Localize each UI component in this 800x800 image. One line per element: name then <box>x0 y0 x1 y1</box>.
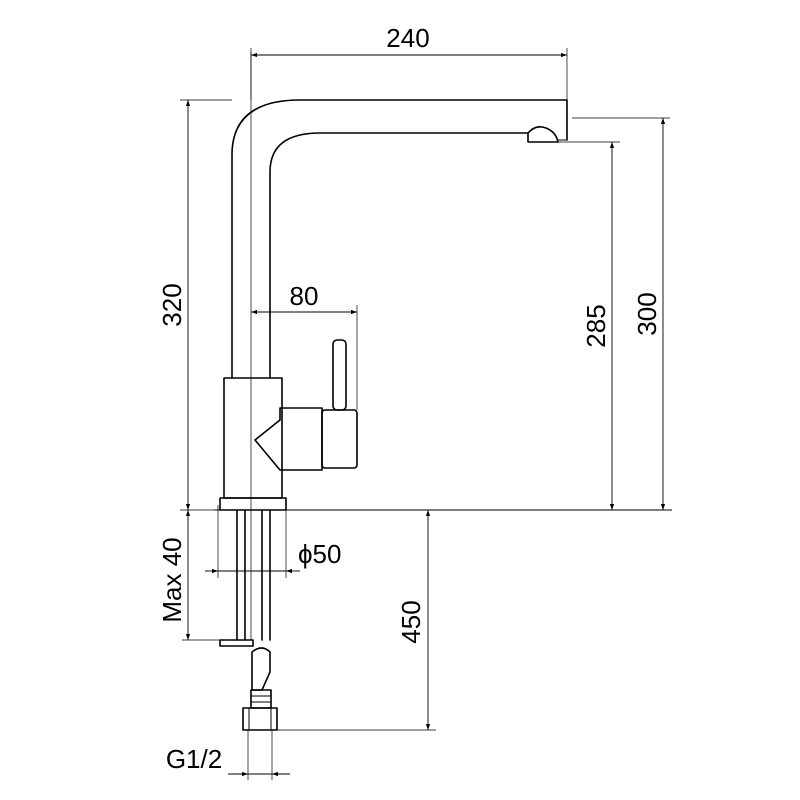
spout-height-label: 300 <box>632 292 662 335</box>
dimension-connection-thread: G1/2 <box>166 730 290 780</box>
dimension-hole-diameter: ϕ50 <box>205 505 341 578</box>
total-height-label: 320 <box>157 283 187 326</box>
base-rosette <box>219 497 287 511</box>
dimension-hose-length: 450 <box>277 510 436 731</box>
lever-handle <box>332 339 347 411</box>
body-column <box>223 377 283 499</box>
hose-length-label: 450 <box>396 600 426 643</box>
cartridge-housing <box>254 407 323 471</box>
spout-inner-contour <box>269 132 529 379</box>
dimension-spout-reach: 240 <box>250 23 568 100</box>
dimension-total-height: 320 <box>157 99 232 511</box>
cartridge-cap <box>321 409 358 469</box>
hole-diameter-label: ϕ50 <box>298 539 341 569</box>
spout-reach-label: 240 <box>386 23 429 53</box>
max-deck-thickness-label: Max 40 <box>157 537 187 622</box>
spout-outer-contour <box>231 99 568 379</box>
connection-thread-label: G1/2 <box>166 744 222 774</box>
connection-nut <box>242 707 278 731</box>
fixing-nut <box>219 639 254 647</box>
outlet-height-label: 285 <box>581 304 611 347</box>
handle-offset-label: 80 <box>290 281 319 311</box>
dimension-handle-offset: 80 <box>251 281 358 410</box>
hose-break <box>251 647 271 691</box>
dimension-spout-height: 300 <box>572 117 670 510</box>
dimension-outlet-height: 285 <box>558 141 620 510</box>
hose-ferrule <box>250 689 272 709</box>
aerator <box>527 126 559 143</box>
faucet-outline <box>214 52 672 731</box>
dimension-max-deck-thickness: Max 40 <box>157 510 220 641</box>
